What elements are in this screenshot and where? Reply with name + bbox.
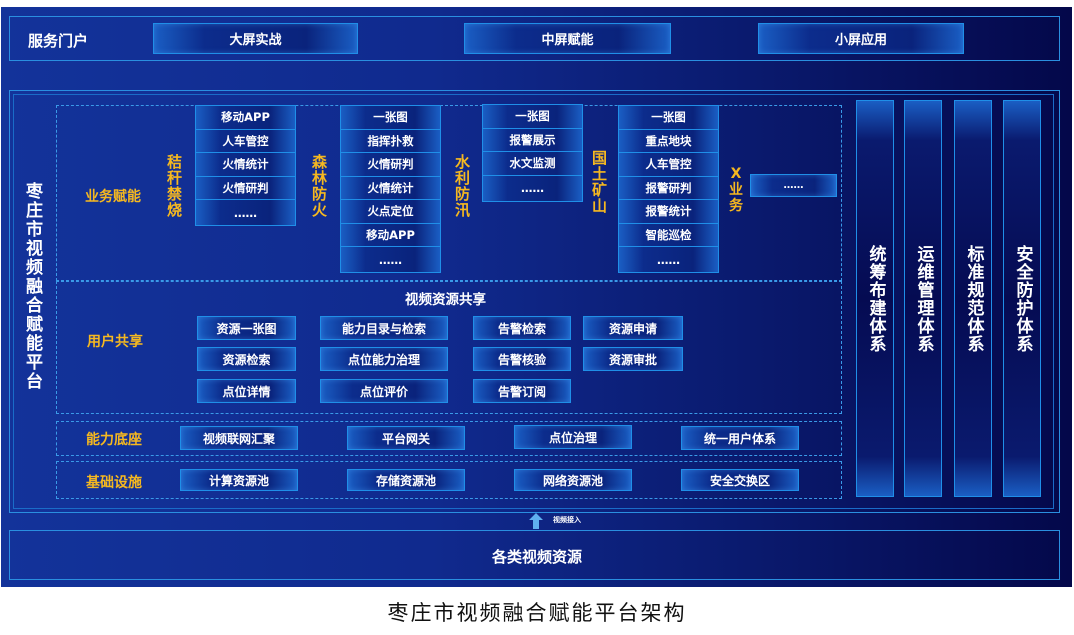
business-label: 业务赋能: [85, 189, 141, 205]
group-forest-item[interactable]: 火点定位: [341, 200, 440, 224]
infrastructure-section: [56, 461, 842, 499]
infra-security-exchange[interactable]: 安全交换区: [681, 469, 799, 491]
pillar-security-system[interactable]: 安全防护体系: [1003, 100, 1041, 497]
group-straw-item[interactable]: 人车管控: [196, 129, 295, 153]
group-title-x-business: X业务: [729, 166, 743, 214]
share-point-detail[interactable]: 点位详情: [197, 379, 296, 403]
group-forest-item[interactable]: 移动APP: [341, 223, 440, 247]
group-land-item[interactable]: 报警研判: [619, 176, 718, 200]
portal-button-small-screen[interactable]: 小屏应用: [758, 23, 964, 54]
user-share-title: 视频资源共享: [405, 292, 486, 308]
user-share-section: [56, 281, 842, 414]
capability-unified-user[interactable]: 统一用户体系: [681, 426, 799, 450]
pillar-planning-system[interactable]: 统筹布建体系: [856, 100, 894, 497]
video-sources-label: 各类视频资源: [491, 548, 582, 566]
group-water-item[interactable]: 一张图: [483, 105, 582, 129]
group-land-item[interactable]: 智能巡检: [619, 223, 718, 247]
group-title-land: 国土矿山: [590, 150, 608, 214]
group-forest-item[interactable]: 一张图: [341, 106, 440, 130]
group-land-item[interactable]: 人车管控: [619, 153, 718, 177]
group-land-item[interactable]: 一张图: [619, 106, 718, 130]
infra-storage-pool[interactable]: 存储资源池: [347, 469, 465, 491]
group-forest-item[interactable]: 火情研判: [341, 153, 440, 177]
video-access-label: 视频接入: [553, 516, 581, 524]
group-straw-item[interactable]: 移动APP: [196, 106, 295, 130]
share-point-capability-governance[interactable]: 点位能力治理: [320, 347, 448, 371]
group-straw-item[interactable]: ……: [196, 200, 295, 225]
share-alarm-search[interactable]: 告警检索: [473, 316, 571, 340]
group-forest-stack: 一张图 指挥扑救 火情研判 火情统计 火点定位 移动APP ……: [340, 105, 441, 273]
share-alarm-subscribe[interactable]: 告警订阅: [473, 379, 571, 403]
capability-point-governance[interactable]: 点位治理: [514, 425, 632, 449]
group-water-item[interactable]: 报警展示: [483, 128, 582, 152]
capability-platform-gateway[interactable]: 平台网关: [347, 426, 465, 450]
infrastructure-label: 基础设施: [86, 475, 142, 491]
share-alarm-verify[interactable]: 告警核验: [473, 347, 571, 371]
arrow-up-icon: [529, 513, 543, 529]
pillar-operations-system[interactable]: 运维管理体系: [904, 100, 942, 497]
pillar-label: 统筹布建体系: [865, 244, 886, 353]
pillar-label: 安全防护体系: [1012, 244, 1033, 353]
capability-label: 能力底座: [86, 432, 142, 448]
group-land-stack: 一张图 重点地块 人车管控 报警研判 报警统计 智能巡检 ……: [618, 105, 719, 273]
share-resource-search[interactable]: 资源检索: [197, 347, 296, 371]
platform-vertical-title: 枣庄市视频融合赋能平台: [22, 182, 42, 391]
portal-button-large-screen[interactable]: 大屏实战: [153, 23, 358, 54]
group-straw-item[interactable]: 火情研判: [196, 176, 295, 200]
group-title-water: 水利防汛: [453, 154, 471, 218]
portal-button-medium-screen[interactable]: 中屏赋能: [464, 23, 671, 54]
share-resource-apply[interactable]: 资源申请: [583, 316, 683, 340]
user-share-label: 用户共享: [87, 334, 143, 350]
infra-network-pool[interactable]: 网络资源池: [514, 469, 632, 491]
group-forest-item[interactable]: ……: [341, 247, 440, 272]
group-forest-item[interactable]: 火情统计: [341, 176, 440, 200]
video-sources-box[interactable]: [9, 530, 1060, 580]
group-title-forest: 森林防火: [310, 154, 328, 218]
share-resource-map[interactable]: 资源一张图: [197, 316, 296, 340]
capability-video-network[interactable]: 视频联网汇聚: [180, 426, 298, 450]
pillar-label: 运维管理体系: [913, 244, 934, 353]
portal-label: 服务门户: [28, 32, 89, 50]
group-title-straw: 秸秆禁烧: [165, 154, 183, 218]
group-land-item[interactable]: 报警统计: [619, 200, 718, 224]
capability-section: [56, 421, 842, 456]
share-capability-catalog[interactable]: 能力目录与检索: [320, 316, 448, 340]
group-water-stack: 一张图 报警展示 水文监测 ……: [482, 104, 583, 202]
share-resource-approve[interactable]: 资源审批: [583, 347, 683, 371]
group-forest-item[interactable]: 指挥扑救: [341, 129, 440, 153]
platform-inner-frame: [13, 94, 1054, 509]
business-section: [56, 105, 842, 281]
portal-row: [9, 16, 1060, 61]
pillar-standards-system[interactable]: 标准规范体系: [954, 100, 992, 497]
group-straw-item[interactable]: 火情统计: [196, 153, 295, 177]
group-land-item[interactable]: ……: [619, 247, 718, 272]
share-point-evaluation[interactable]: 点位评价: [320, 379, 448, 403]
group-land-item[interactable]: 重点地块: [619, 129, 718, 153]
group-water-item[interactable]: 水文监测: [483, 152, 582, 176]
diagram-caption: 枣庄市视频融合赋能平台架构: [387, 601, 687, 625]
infra-compute-pool[interactable]: 计算资源池: [180, 469, 298, 491]
pillar-label: 标准规范体系: [963, 244, 984, 353]
group-water-item[interactable]: ……: [483, 175, 582, 201]
platform-frame: [9, 90, 1060, 513]
group-x-business-item[interactable]: ……: [750, 174, 837, 197]
group-straw-stack: 移动APP 人车管控 火情统计 火情研判 ……: [195, 105, 296, 226]
